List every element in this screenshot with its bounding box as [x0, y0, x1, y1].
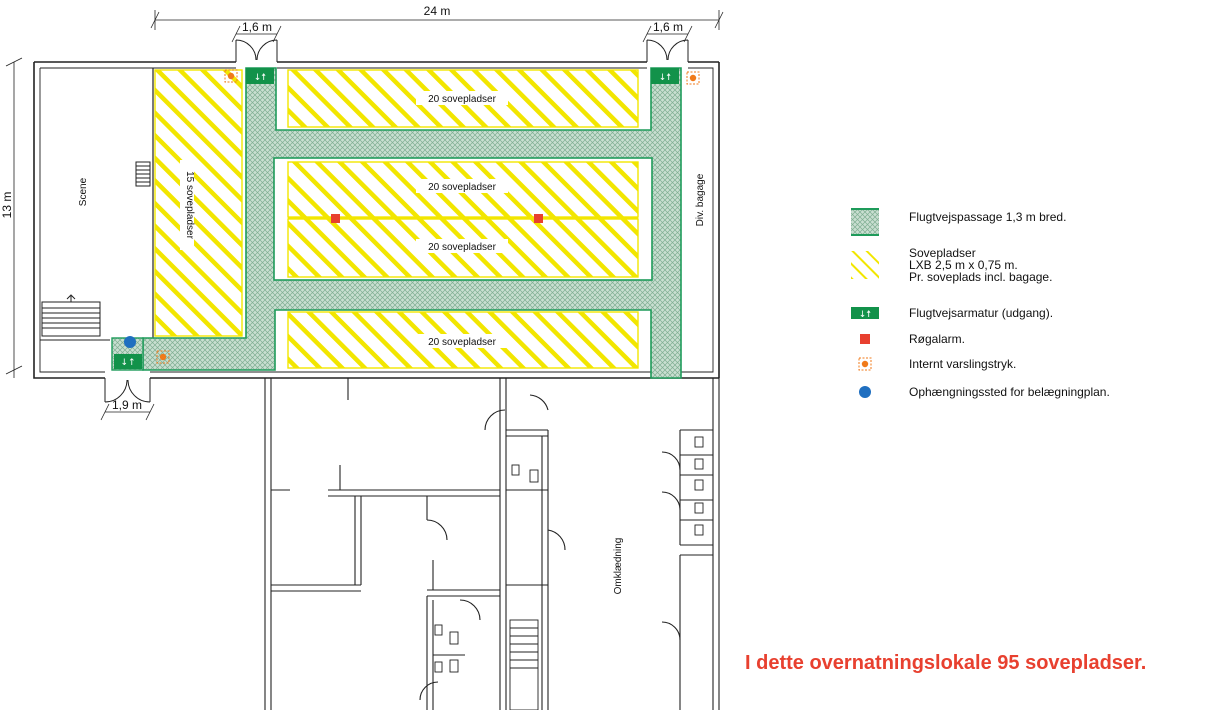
sleeping-label-mid-upper: 20 sovepladser: [428, 182, 496, 193]
scene-label: Scene: [78, 177, 89, 206]
smoke-alarm-icon: [331, 214, 340, 223]
legend-label-sleeping-area: Sovepladser: [909, 246, 976, 260]
dimension-lines: [5, 10, 724, 421]
legend-label-sleeping-note: Pr. soveplads incl. bagage.: [909, 270, 1053, 284]
emergency-exit-sign-icon: ↓↑: [114, 354, 142, 369]
dimension-door-top-right: 1,6 m: [653, 20, 683, 34]
emergency-exit-sign-icon: ↓☨: [246, 68, 274, 84]
internal-alarm-button-icon: [858, 357, 872, 371]
hall-walls: [33, 61, 720, 379]
floor-plan: 20 sovepladser 20 sovepladser 20 sovepla…: [0, 4, 724, 710]
legend-item-internal-alarm: Internt varslingstryk.: [850, 356, 1220, 372]
svg-text:↓☨: ↓☨: [659, 73, 672, 83]
bagage-label: Div. bagage: [695, 173, 706, 226]
doors: [104, 39, 689, 403]
staircase-icon: [41, 294, 101, 337]
toilet-fixtures-icon: [434, 436, 704, 673]
emergency-exit-sign-icon: ↓☨: [851, 307, 879, 320]
sleeping-area-labels: 20 sovepladser 20 sovepladser 20 sovepla…: [180, 91, 508, 348]
sleeping-label-mid-lower: 20 sovepladser: [428, 242, 496, 253]
svg-text:↓☨: ↓☨: [254, 73, 267, 83]
sleeping-label-bottom: 20 sovepladser: [428, 337, 496, 348]
legend-label-sleeping-size: LXB 2,5 m x 0,75 m.: [909, 258, 1018, 272]
legend-label-escape-route: Flugtvejspassage 1,3 m bred.: [909, 210, 1067, 224]
internal-alarm-button-icon: [156, 350, 170, 364]
legend-label-internal-alarm: Internt varslingstryk.: [909, 357, 1017, 371]
dimension-door-top-left: 1,6 m: [242, 20, 272, 34]
legend-label-smoke-alarm: Røgalarm.: [909, 332, 966, 346]
internal-alarm-button-icon: [224, 69, 238, 83]
omklaedning-label: Omklædning: [613, 538, 624, 595]
sleeping-area-swatch-icon: [851, 251, 879, 279]
legend-item-sleeping-area: Sovepladser LXB 2,5 m x 0,75 m. Pr. sove…: [850, 247, 1220, 285]
svg-text:↓☨: ↓☨: [859, 310, 872, 320]
legend-item-escape-route: Flugtvejspassage 1,3 m bred.: [850, 207, 1220, 237]
escape-route-swatch-icon: [851, 208, 879, 236]
dimension-height: 13 m: [0, 192, 14, 219]
lower-building-walls: [264, 378, 720, 710]
summary-text: I dette overnatningslokale 95 sovepladse…: [745, 652, 1147, 674]
staircase-lower-icon: [509, 619, 539, 710]
smoke-alarm-icon: [534, 214, 543, 223]
stage-steps-icon: [135, 161, 151, 187]
legend-item-posting-point: Ophængningssted for belægningplan.: [850, 384, 1220, 400]
emergency-exit-sign-icon: ↓☨: [651, 68, 679, 84]
sleeping-label-top: 20 sovepladser: [428, 94, 496, 105]
legend-label-posting-point: Ophængningssted for belægningplan.: [909, 385, 1110, 399]
svg-text:↓↑: ↓↑: [120, 358, 135, 368]
legend-item-smoke-alarm: Røgalarm.: [850, 331, 1220, 347]
dimension-width: 24 m: [424, 4, 451, 18]
scene-area: [40, 68, 154, 341]
internal-alarm-button-icon: [686, 71, 700, 85]
dimension-door-bottom: 1,9 m: [112, 398, 142, 412]
plan-posting-point-icon: [124, 336, 136, 348]
sleeping-label-left: 15 sovepladser: [184, 171, 195, 239]
legend-label-exit-sign: Flugtvejsarmatur (udgang).: [909, 306, 1054, 320]
sleeping-areas: [154, 69, 639, 369]
plan-posting-point-icon: [859, 386, 871, 398]
sleeping-area-left: [154, 69, 243, 337]
legend-item-exit-sign: ↓☨ Flugtvejsarmatur (udgang).: [850, 305, 1220, 321]
smoke-alarm-icon: [860, 334, 870, 344]
